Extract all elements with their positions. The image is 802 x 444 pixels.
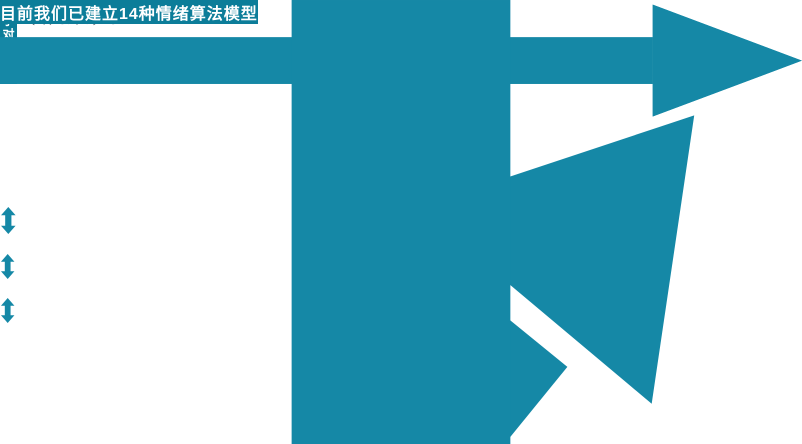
double-arrow-icon [1, 207, 16, 234]
bottom-banner: 目前我们已建立14种情绪算法模型 [0, 0, 258, 24]
double-arrow-icon [0, 254, 15, 279]
double-arrow-icon [0, 298, 15, 323]
